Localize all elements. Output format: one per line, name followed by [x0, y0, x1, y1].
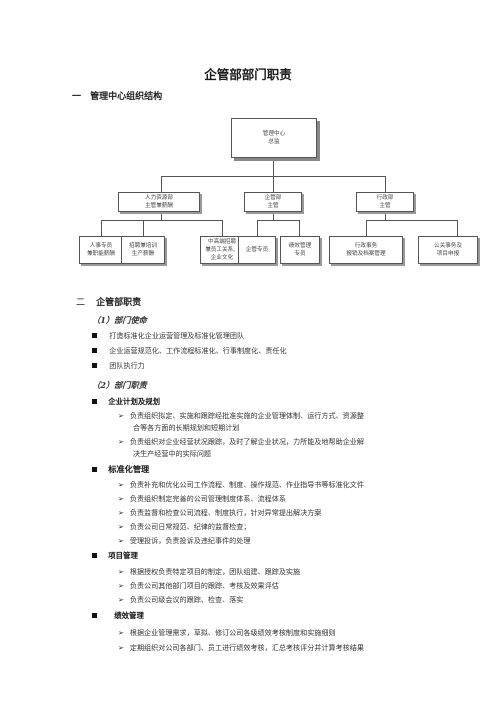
mission-label: （1）部门使命: [92, 315, 147, 325]
arrow-bullet-icon: ➢: [118, 481, 124, 489]
arrow-bullet-icon: ➢: [118, 596, 124, 604]
bullet-square-icon: [92, 467, 97, 472]
mission-item: 打造标准化企业运营管理及标准化管理团队: [92, 332, 244, 339]
org-box-admin-affairs: 行政事务 报销及档案管理: [329, 236, 403, 264]
duty-line: ➢负责组织制定完善的公司管理制度体系、流程体系: [118, 494, 286, 503]
arrow-bullet-icon: ➢: [118, 412, 124, 420]
duty-line: ➢受理投诉，负责投诉及违纪事件的处理: [118, 536, 251, 545]
duty-line: ➢负责补充和优化公司工作流程、制度、操作规范、作业指导书等标准化文件: [118, 480, 364, 489]
section-2-number: 二: [76, 298, 86, 308]
section-1-number: 一: [72, 92, 82, 102]
mission-item: 团队执行力: [92, 362, 145, 369]
bullet-square-icon: [92, 553, 97, 558]
arrow-bullet-icon: ➢: [118, 509, 124, 517]
arrow-bullet-icon: ➢: [118, 537, 124, 545]
duty-line: ➢负责公司级会议的跟踪、检查、落实: [118, 595, 244, 604]
bullet-square-icon: [92, 613, 97, 618]
bullet-square-icon: [92, 363, 97, 368]
section-2-heading: 二 企管部职责: [76, 295, 141, 308]
org-box-performance: 绩效管理 专员: [280, 236, 320, 264]
org-box-enterprise-mgmt: 企管部 主管: [244, 192, 302, 212]
duty-line: 合等各方面的长期规划和短期计划: [133, 423, 240, 432]
section-1-heading: 一 管理中心组织结构: [72, 89, 162, 102]
duty-line: ➢负责组织对企业经营状况跟踪，及时了解企业状况，力所能及地帮助企业解: [118, 437, 364, 446]
duty-line: ➢根据授权负责特定项目的制定，团队组建、跟踪及实施: [118, 567, 301, 576]
duty-group-title: 企业计划及规划: [92, 398, 160, 405]
arrow-bullet-icon: ➢: [118, 495, 124, 503]
duty-line: ➢定期组织对公司各部门、员工进行绩效考核，汇总考核评分并计算考核结果: [118, 643, 364, 652]
org-box-pr-projects: 公关事务及 项目申报: [418, 236, 478, 264]
org-box-recruiting-training: 招聘兼培训 生产薪酬: [121, 236, 165, 264]
org-box-hr: 人力资源部 主管兼薪酬: [118, 192, 200, 212]
duty-group-title: 标准化管理: [92, 465, 149, 473]
bullet-square-icon: [92, 348, 97, 353]
arrow-bullet-icon: ➢: [118, 438, 124, 446]
org-box-director: 管理中心 总监: [231, 118, 317, 158]
duty-line: ➢负责公司其他部门项目的跟踪、考核及效果评估: [118, 581, 279, 590]
duty-line: 决生产经营中的实际问题: [133, 449, 212, 458]
arrow-bullet-icon: ➢: [118, 582, 124, 590]
document-title: 企管部部门职责: [204, 67, 292, 82]
org-box-senior-recruiting: 中高端招聘 兼员工关系、 企业文化: [200, 236, 244, 264]
duty-group-title: 项目管理: [92, 552, 138, 559]
duty-line: ➢负责监督和检查公司流程、制度执行，针对异常提出解决方案: [118, 508, 322, 517]
arrow-bullet-icon: ➢: [118, 568, 124, 576]
duty-group-title: 绩效管理: [92, 612, 144, 619]
duty-line: ➢负责组织拟定、实施和跟踪经批准实施的企业管理体制、运行方式、资源整: [118, 411, 364, 420]
section-1-title: 管理中心组织结构: [90, 92, 163, 102]
org-box-admin: 行政部 主管: [356, 192, 414, 212]
arrow-bullet-icon: ➢: [118, 644, 124, 652]
bullet-square-icon: [92, 399, 97, 404]
org-box-hr-specialist: 人事专员 兼职能薪酬: [79, 236, 123, 264]
duties-label: （2）部门职责: [92, 380, 147, 390]
section-2-title: 企管部职责: [96, 298, 142, 308]
duty-line: ➢负责公司日常规范、纪律的监督检查；: [118, 522, 251, 531]
duty-line: ➢根据企业管理需求，草拟、修订公司各级绩效考核制度和实施细则: [118, 628, 336, 637]
arrow-bullet-icon: ➢: [118, 629, 124, 637]
bullet-square-icon: [92, 333, 97, 338]
arrow-bullet-icon: ➢: [118, 523, 124, 531]
mission-item: 企业运营规范化、工作流程标准化、行事制度化、责任化: [92, 347, 287, 354]
org-box-em-specialist: 企管专员: [238, 236, 276, 264]
